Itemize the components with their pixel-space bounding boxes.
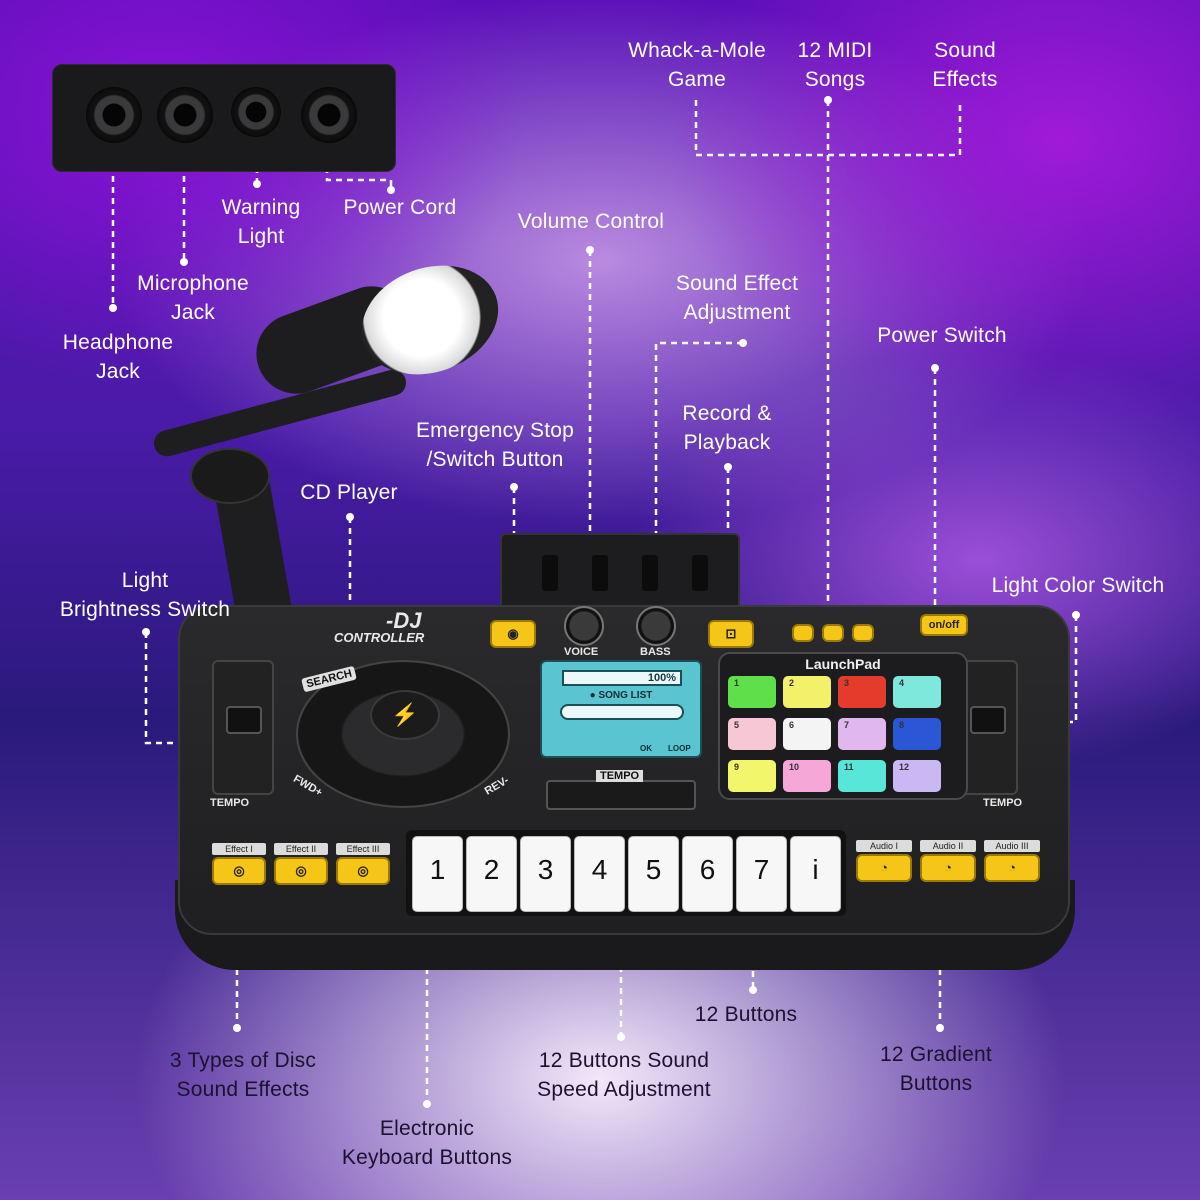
headphone-jack-port[interactable] [86, 87, 142, 143]
effect-button-label: Effect III [336, 843, 390, 855]
effect-button[interactable]: ◎ [274, 857, 328, 885]
callout-12-buttons: 12 Buttons [694, 1003, 798, 1026]
effect-button[interactable]: ◎ [336, 857, 390, 885]
record-playback-button[interactable]: ⊡ [708, 620, 754, 648]
launchpad-pad[interactable]: 2 [783, 676, 831, 708]
launchpad-pad[interactable]: 9 [728, 760, 776, 792]
callout-gradient-buttons: 12 Gradient Buttons [880, 1043, 992, 1095]
audio-button-label: Audio I [856, 840, 912, 852]
pad-number: 3 [844, 678, 850, 688]
callout-sound-effects: Sound Effects [932, 39, 998, 91]
launchpad-pad[interactable]: 4 [893, 676, 941, 708]
launchpad-pad[interactable]: 11 [838, 760, 886, 792]
callout-headphone-jack: Headphone Jack [62, 331, 174, 383]
keyboard-key[interactable]: 6 [682, 836, 733, 912]
callout-light-color: Light Color Switch [991, 574, 1165, 597]
power-cord-port[interactable] [301, 87, 357, 143]
tempo-center-label: TEMPO [596, 770, 644, 782]
effect-button-label: Effect II [274, 843, 328, 855]
voice-knob[interactable] [564, 606, 604, 646]
audio-button[interactable]: ◔ [984, 854, 1040, 882]
song-list-label: ● SONG LIST [589, 690, 653, 701]
screen-nav-bar [560, 704, 684, 720]
launchpad-title: LaunchPad [805, 656, 881, 672]
audio-button[interactable]: ◔ [856, 854, 912, 882]
bass-label: BASS [640, 646, 671, 658]
sound-effect-button-2[interactable] [852, 624, 874, 642]
launchpad-pad[interactable]: 5 [728, 718, 776, 750]
keyboard-key[interactable]: 2 [466, 836, 517, 912]
keyboard-key[interactable]: i [790, 836, 841, 912]
launchpad-pad[interactable]: 6 [783, 718, 831, 750]
callout-emergency-stop: Emergency Stop /Switch Button [415, 419, 575, 471]
pad-number: 10 [789, 762, 800, 772]
keyboard-key[interactable]: 7 [736, 836, 787, 912]
device-phone-stand [500, 533, 740, 613]
callout-disc-sound-effects: 3 Types of Disc Sound Effects [169, 1049, 317, 1101]
callout-line-sound-adj [654, 341, 743, 610]
pad-number: 12 [899, 762, 910, 772]
pad-number: 6 [789, 720, 795, 730]
song-screen: 100% ● SONG LIST OK LOOP [540, 660, 702, 758]
keyboard-key[interactable]: 3 [520, 836, 571, 912]
lightning-icon: ⚡ [370, 690, 440, 740]
launchpad-pad[interactable]: 7 [838, 718, 886, 750]
tempo-left-label: TEMPO [210, 797, 250, 809]
pad-number: 8 [899, 720, 905, 730]
screen-progress: 100% [562, 670, 682, 686]
screen-ok-label: OK [640, 744, 652, 753]
callout-speed-adjustment: 12 Buttons Sound Speed Adjustment [537, 1049, 711, 1101]
microphone-joint [190, 448, 270, 504]
pad-number: 5 [734, 720, 740, 730]
brand-controller: CONTROLLER [334, 630, 425, 645]
keyboard-key[interactable]: 5 [628, 836, 679, 912]
launchpad-pad[interactable]: 10 [783, 760, 831, 792]
launchpad-pad[interactable]: 8 [893, 718, 941, 750]
callout-power-switch: Power Switch [877, 324, 1007, 347]
brand-dj: -DJ [386, 608, 422, 633]
callout-warning-light: Warning Light [221, 196, 301, 248]
launchpad-pad[interactable]: 3 [838, 676, 886, 708]
power-switch[interactable]: on/off [920, 614, 968, 636]
callout-keyboard-buttons: Electronic Keyboard Buttons [341, 1117, 513, 1169]
callout-microphone-jack: Microphone Jack [137, 272, 249, 324]
callout-sound-effect-adjustment: Sound Effect Adjustment [675, 272, 799, 324]
warning-light-indicator [231, 87, 281, 137]
callout-power-cord: Power Cord [343, 196, 457, 219]
tempo-speed-slider[interactable] [546, 780, 696, 810]
callout-line-brightness [144, 632, 238, 745]
midi-song-button[interactable] [822, 624, 844, 642]
voice-label: VOICE [564, 646, 599, 658]
sound-effect-button-1[interactable] [792, 624, 814, 642]
color-slider-knob[interactable] [970, 706, 1006, 734]
audio-button-label: Audio III [984, 840, 1040, 852]
callout-volume-control: Volume Control [517, 210, 665, 233]
jack-panel [52, 64, 396, 172]
callout-record-playback: Record & Playback [682, 402, 772, 454]
callout-whack-a-mole: Whack-a-Mole Game [628, 39, 766, 91]
microphone-jack-port[interactable] [157, 87, 213, 143]
pad-number: 4 [899, 678, 905, 688]
screen-loop-label: LOOP [668, 744, 691, 753]
effect-button[interactable]: ◎ [212, 857, 266, 885]
brightness-slider-knob[interactable] [226, 706, 262, 734]
audio-button-label: Audio II [920, 840, 976, 852]
bass-knob[interactable] [636, 606, 676, 646]
effect-button-label: Effect I [212, 843, 266, 855]
callout-cd-player: CD Player [300, 481, 398, 504]
pad-number: 1 [734, 678, 740, 688]
pad-number: 7 [844, 720, 850, 730]
tempo-right-label: TEMPO [983, 797, 1023, 809]
callout-midi-songs: 12 MIDI Songs [797, 39, 873, 91]
launchpad-pad[interactable]: 12 [893, 760, 941, 792]
keyboard-key[interactable]: 4 [574, 836, 625, 912]
pad-number: 11 [844, 762, 854, 772]
callout-light-brightness: Light Brightness Switch [59, 569, 231, 621]
audio-button[interactable]: ◔ [920, 854, 976, 882]
pad-number: 2 [789, 678, 795, 688]
pad-number: 9 [734, 762, 740, 772]
keyboard-key[interactable]: 1 [412, 836, 463, 912]
launchpad-pad[interactable]: 1 [728, 676, 776, 708]
emergency-stop-button[interactable]: ◉ [490, 620, 536, 648]
